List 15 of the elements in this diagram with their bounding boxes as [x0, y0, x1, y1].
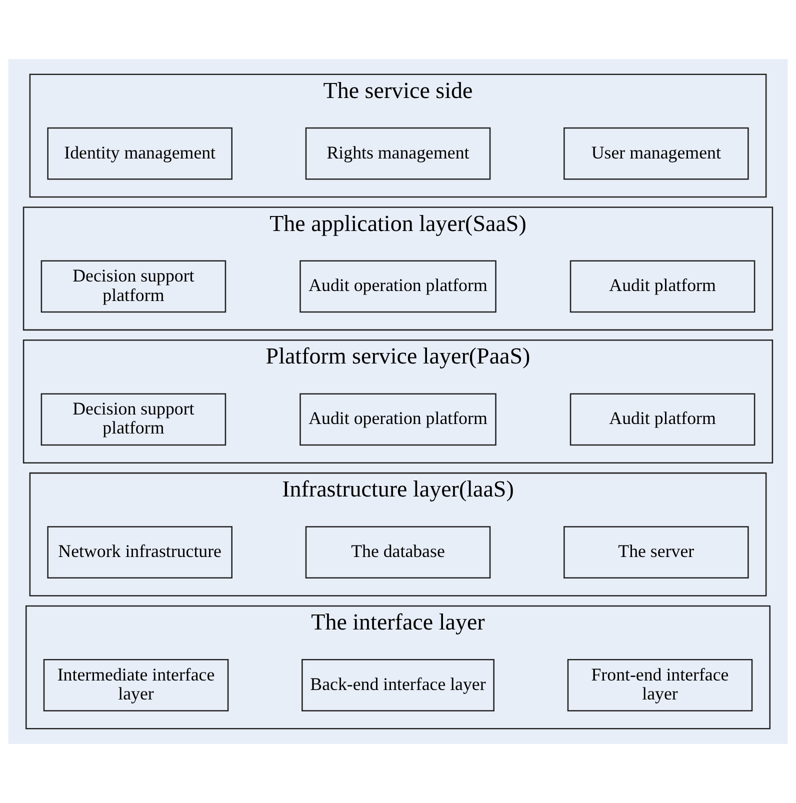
node-box: Audit platform [570, 393, 756, 446]
node-box: Decision support platform [40, 260, 226, 313]
node-box: Network infrastructure [47, 526, 232, 578]
node-box: Audit platform [570, 260, 756, 313]
node-box: The database [305, 526, 491, 578]
node-box: Front-end interface layer [567, 659, 753, 712]
node-box: Decision support platform [40, 393, 226, 446]
node-box: The server [564, 526, 749, 578]
node-box: Back-end interface layer [302, 659, 494, 712]
node-box: Rights management [305, 127, 491, 180]
node-box: User management [564, 127, 749, 180]
node-box: Audit operation platform [300, 260, 496, 313]
node-box: Audit operation platform [300, 393, 496, 446]
node-box: Identity management [47, 127, 232, 180]
node-box: Intermediate interface layer [43, 659, 229, 712]
